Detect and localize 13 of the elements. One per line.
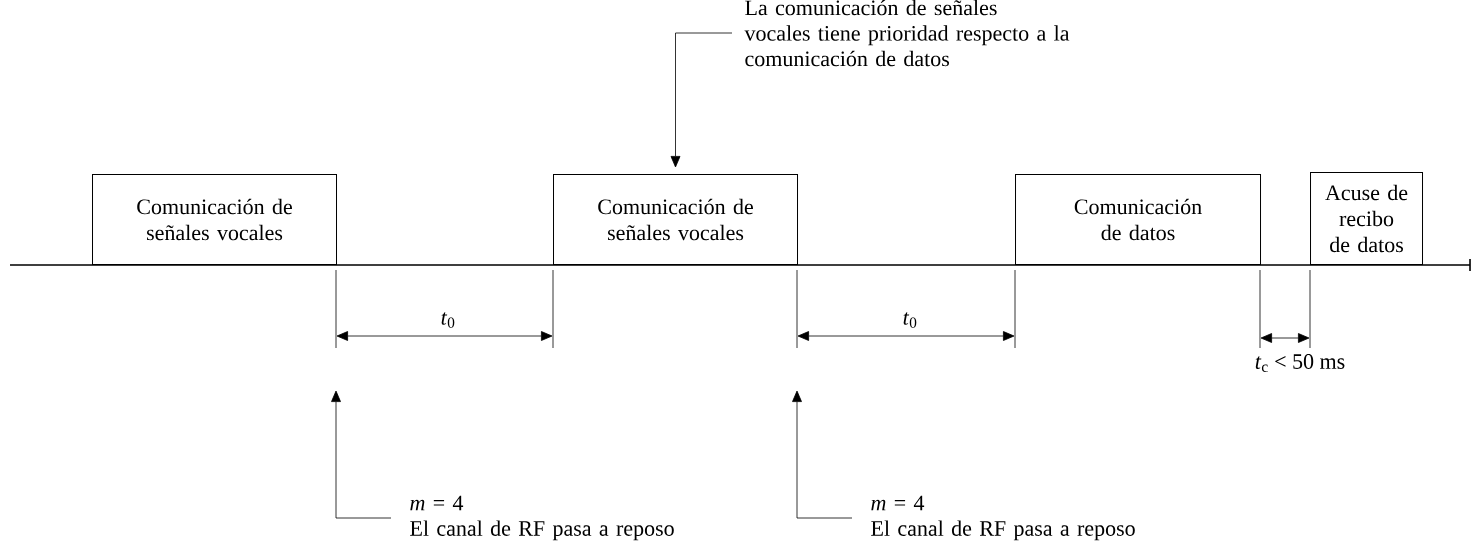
leader-arrow (670, 32, 733, 168)
dimension-label: t$_{c}$ < 50 ms (1255, 354, 1345, 372)
leader-arrow (331, 390, 392, 519)
signal-box: Comunicación de señales vocales (92, 174, 337, 265)
leader-arrow (792, 390, 853, 519)
callout-text: m = 4 El canal de RF pasa a reposo (871, 495, 1135, 541)
callout-text: La comunicación de señales vocales tiene prioridad respecto a la comunicación de datos (744, 0, 1070, 67)
signal-box: Acuse de recibo de datos (1310, 172, 1423, 265)
dimension-label: t$_{0}$ (441, 312, 455, 328)
signal-box: Comunicación de datos (1015, 174, 1261, 265)
callout-text: m = 4 El canal de RF pasa a reposo (410, 495, 674, 541)
dimension-label: t$_{0}$ (903, 312, 917, 328)
signal-box: Comunicación de señales vocales (553, 174, 798, 265)
